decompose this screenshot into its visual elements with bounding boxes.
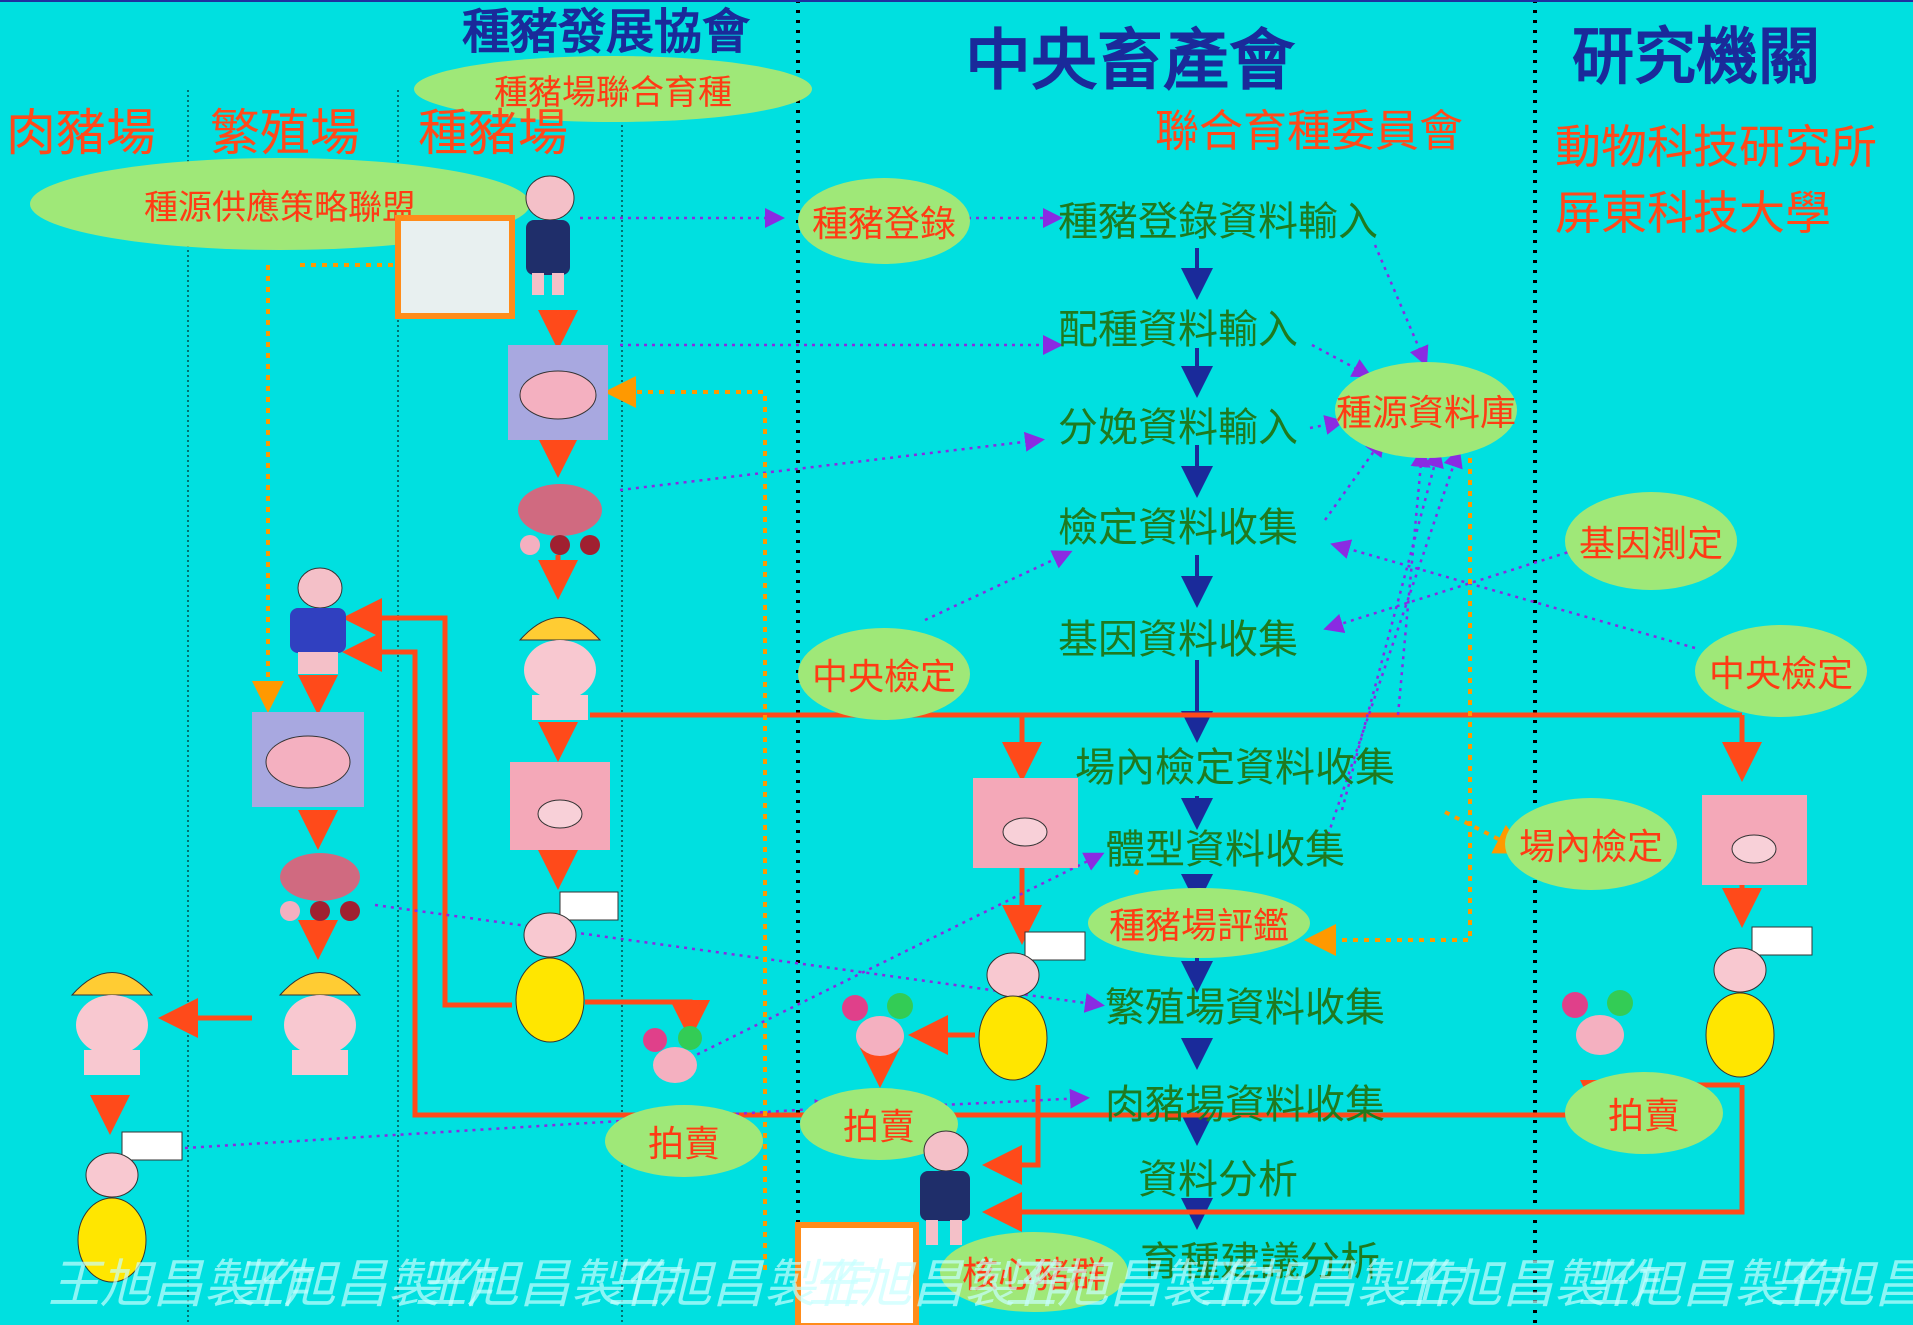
oval-database: 種源資料庫 <box>1335 362 1517 458</box>
watermark: 王旭昌製作 <box>48 1255 309 1315</box>
oval-auction-3: 拍賣 <box>1565 1072 1723 1154</box>
helmet-pig-icon <box>70 972 154 1075</box>
scissors-pig-icon <box>290 567 346 674</box>
pig-face-icon <box>1702 795 1807 885</box>
sow-piglets-icon <box>280 853 360 921</box>
step-breeding-farm-collection: 繁殖場資料收集 <box>1105 985 1385 1031</box>
farmer-pig-icon <box>525 175 575 295</box>
mating-pigs-icon <box>508 345 608 440</box>
column-breeding-farm: 繁殖場 <box>210 104 360 162</box>
watermark: 王旭昌製作 <box>808 1255 1069 1315</box>
oval-onfarm-test: 場內檢定 <box>1505 798 1677 890</box>
flower-pig-icon <box>1562 990 1633 1055</box>
step-breeding-advice: 育種建議分析 <box>1140 1239 1380 1285</box>
step-registration-input: 種豬登錄資料輸入 <box>1058 199 1378 245</box>
helmet-pig-icon <box>278 972 362 1075</box>
oval-auction-1: 拍賣 <box>605 1105 763 1177</box>
photo-frame-icon <box>795 1222 919 1325</box>
oink-sign-pig-icon <box>1705 926 1813 1078</box>
watermark: 王旭昌製作 <box>232 1255 493 1315</box>
mating-pigs-icon <box>252 712 364 807</box>
oink-sign-pig-icon <box>978 931 1086 1081</box>
oval-central-test-right: 中央檢定 <box>1695 625 1867 717</box>
watermark: 王旭昌製作 <box>1398 1255 1659 1315</box>
step-farrowing-input: 分娩資料輸入 <box>1058 405 1298 451</box>
oink-sign-pig-icon <box>515 891 619 1043</box>
oink-sign-pig-icon <box>77 1131 183 1283</box>
step-data-analysis: 資料分析 <box>1138 1157 1298 1203</box>
photo-frame-icon <box>395 215 515 319</box>
oval-central-test-left: 中央檢定 <box>798 628 970 720</box>
sow-piglets-icon <box>518 484 602 555</box>
oval-registration: 種豬登錄 <box>798 178 970 264</box>
pig-face-icon <box>510 762 610 850</box>
committee-label: 聯合育種委員會 <box>1155 106 1463 157</box>
watermark: 王旭昌製作 <box>1200 1255 1461 1315</box>
step-test-collection: 檢定資料收集 <box>1058 505 1298 551</box>
watermark: 王旭昌製作 <box>1770 1255 1913 1315</box>
pig-face-icon <box>973 778 1078 868</box>
step-onfarm-test-collection: 場內檢定資料收集 <box>1075 745 1395 791</box>
farmer-pig-icon <box>920 1130 970 1245</box>
flower-pig-icon <box>842 993 913 1056</box>
step-meat-farm-collection: 肉豬場資料收集 <box>1105 1082 1385 1128</box>
column-seedstock-farm: 種豬場 <box>418 104 568 162</box>
column-meat-farm: 肉豬場 <box>6 104 156 162</box>
oval-joint-breeding: 種豬場聯合育種 <box>414 56 812 122</box>
watermark: 王旭昌製作 <box>608 1255 869 1315</box>
oval-gene-test: 基因測定 <box>1565 492 1737 590</box>
watermark: 王旭昌製作 <box>1005 1255 1266 1315</box>
helmet-pig-icon <box>518 617 602 720</box>
oval-seedstock-evaluation: 種豬場評鑑 <box>1088 888 1310 958</box>
institute-pingtung: 屏東科技大學 <box>1555 186 1831 240</box>
institute-animal-tech: 動物科技研究所 <box>1555 120 1877 174</box>
watermark: 王旭昌製作 <box>1578 1255 1839 1315</box>
flower-pig-icon <box>643 1026 702 1083</box>
header-central-livestock: 中央畜產會 <box>965 22 1295 99</box>
red-flow-lines <box>90 310 1762 1232</box>
watermark: 王旭昌製作 <box>415 1255 676 1315</box>
step-mating-input: 配種資料輸入 <box>1058 307 1298 353</box>
step-gene-collection: 基因資料收集 <box>1058 617 1298 663</box>
header-research-institutes: 研究機關 <box>1572 20 1821 93</box>
step-conformation-collection: 體型資料收集 <box>1105 827 1345 873</box>
header-swine-association: 種豬發展協會 <box>462 4 751 60</box>
oval-core-herd: 核心豬群 <box>940 1232 1128 1312</box>
